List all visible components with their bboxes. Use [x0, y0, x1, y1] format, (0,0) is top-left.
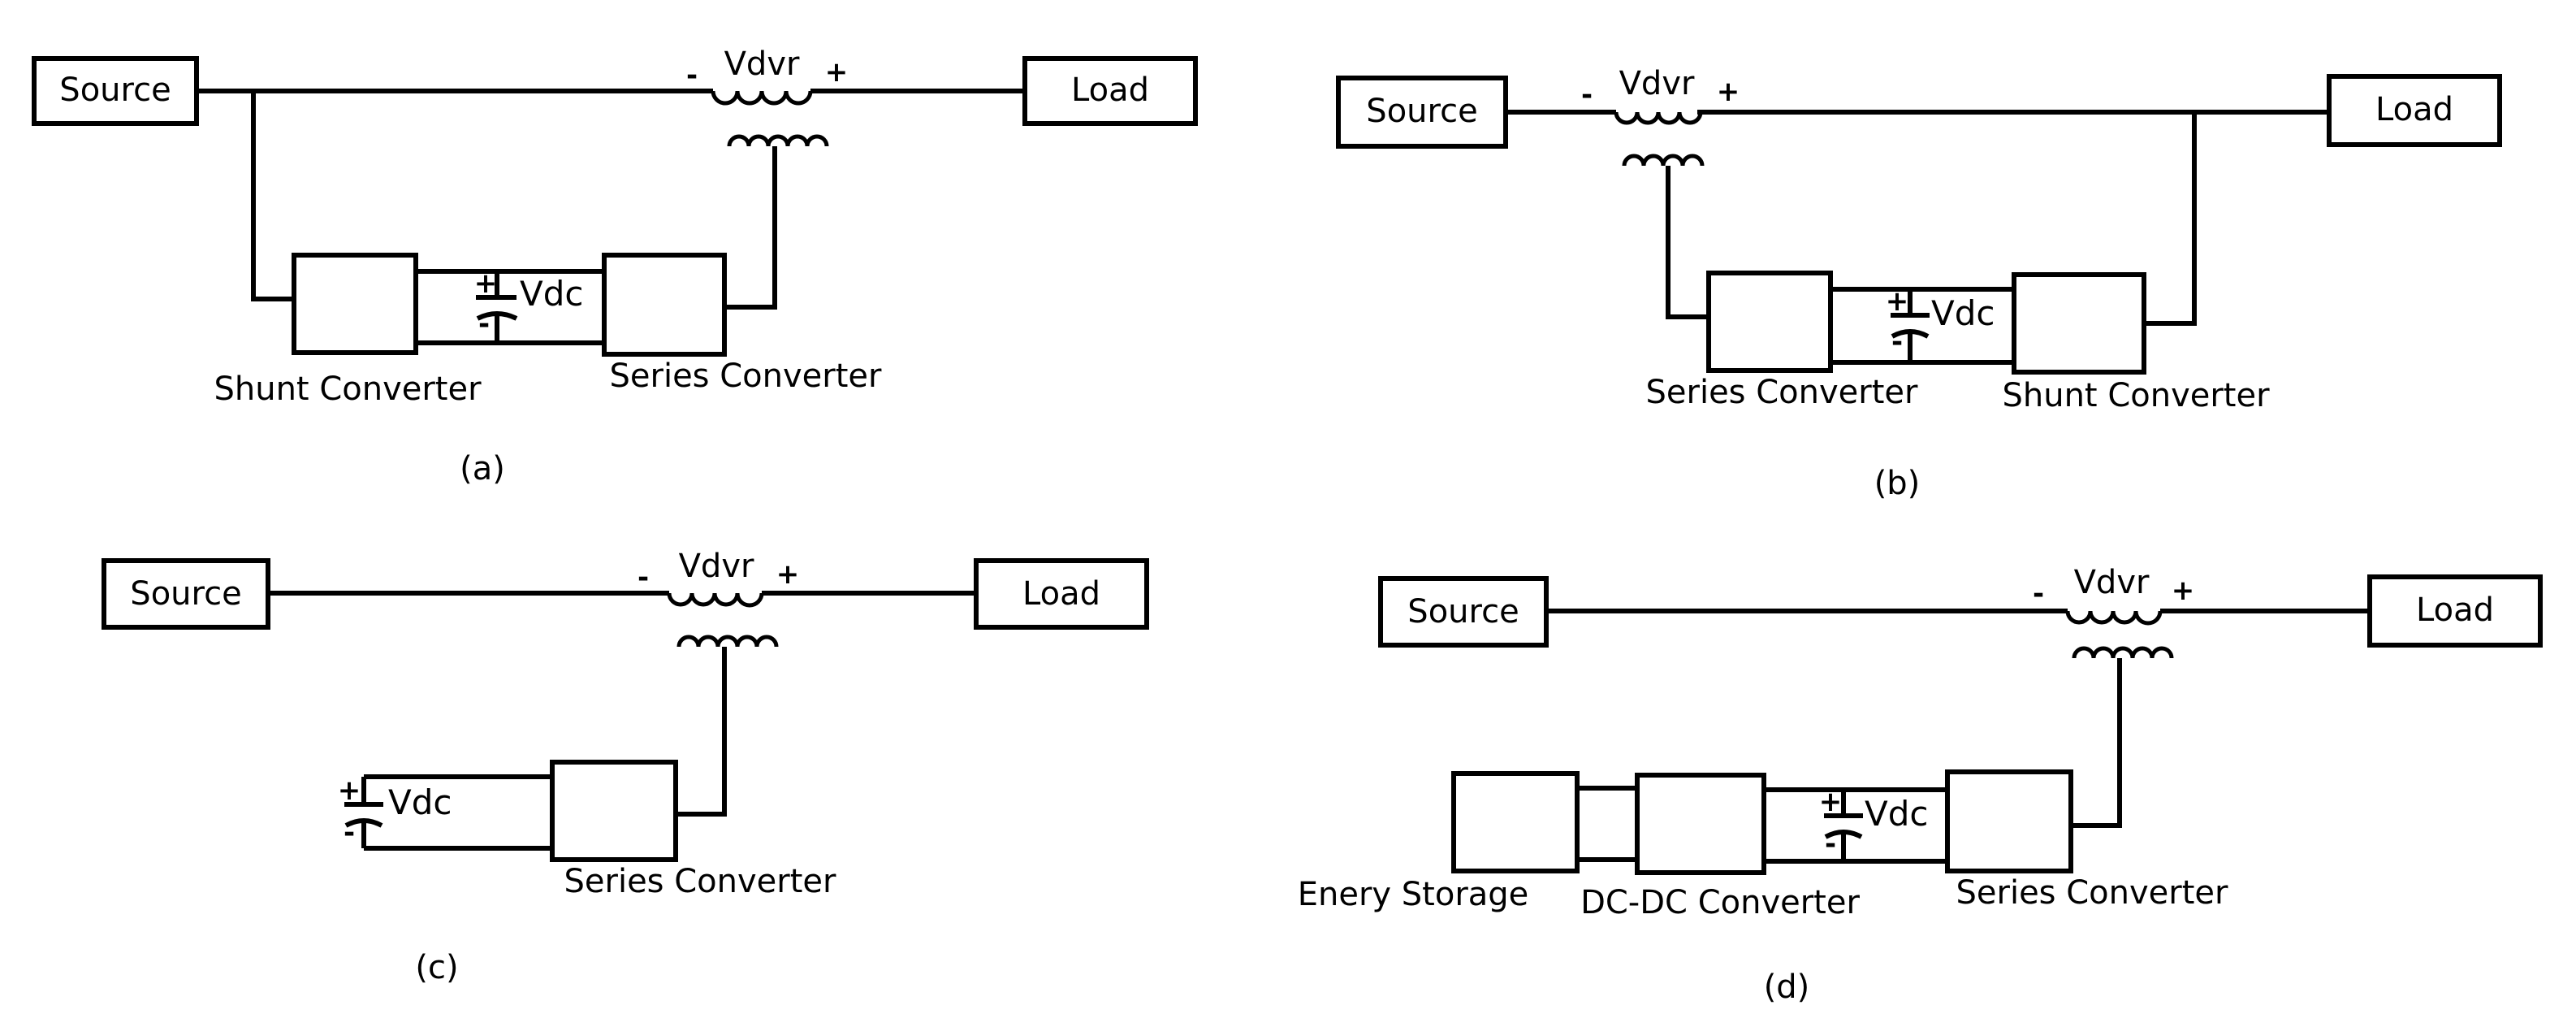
c-source-label: Source	[130, 575, 241, 613]
b-caption: (b)	[1874, 465, 1921, 502]
a-vdc-label: Vdc	[520, 274, 583, 314]
d-transformer-secondary	[2072, 646, 2174, 659]
a-transformer-secondary	[727, 134, 829, 147]
a-series-converter-label: Series Converter	[610, 358, 882, 395]
d-series-feed-wire	[2071, 658, 2122, 828]
a-shunt-converter-label: Shunt Converter	[214, 370, 482, 408]
d-vdc-plus: +	[1819, 786, 1843, 818]
b-vdvr-minus: -	[1581, 79, 1593, 111]
d-vdvr-plus: +	[2172, 574, 2195, 607]
a-series-converter-box	[602, 253, 727, 357]
b-series-converter-label: Series Converter	[1646, 374, 1918, 411]
d-vdvr-label: Vdvr	[2074, 564, 2150, 601]
b-load-label: Load	[2375, 91, 2453, 128]
b-series-feed-wire	[1666, 166, 1709, 319]
d-vdc-label: Vdc	[1865, 794, 1928, 834]
b-vdc-plus: +	[1886, 285, 1909, 318]
d-vdc-minus: -	[1825, 828, 1836, 860]
a-transformer-primary	[711, 90, 813, 106]
b-transformer-primary	[1614, 111, 1703, 125]
b-series-converter-box	[1706, 271, 1833, 373]
c-vdvr-label: Vdvr	[679, 548, 754, 585]
diagram-a: Source Load Vdvr - + + - Vdc Shunt Conve…	[32, 46, 1198, 488]
d-transformer-primary	[2065, 610, 2163, 626]
c-load-box	[974, 558, 1149, 630]
b-source-label: Source	[1366, 93, 1477, 130]
d-storage-box	[1451, 771, 1580, 873]
d-dcdc-converter-label: DC-DC Converter	[1580, 884, 1860, 921]
c-vdvr-plus: +	[776, 558, 800, 591]
c-vdc-plus: +	[338, 774, 361, 807]
d-storage-label: Enery Storage	[1298, 876, 1529, 913]
a-source-box	[32, 56, 199, 126]
a-vdc-plus: +	[474, 267, 498, 300]
d-caption: (d)	[1764, 968, 1810, 1006]
b-vdc-minus: -	[1891, 326, 1903, 358]
d-source-box	[1378, 576, 1549, 648]
b-vdvr-label: Vdvr	[1619, 65, 1695, 102]
a-vdvr-minus: -	[686, 59, 698, 92]
a-vdc-minus: -	[478, 308, 490, 340]
d-series-converter-box	[1945, 769, 2073, 873]
a-caption: (a)	[460, 450, 505, 488]
c-load-label: Load	[1022, 575, 1100, 613]
b-transformer-secondary	[1622, 154, 1705, 167]
diagram-c: Source Load Vdvr - + + - Vdc Series Conv…	[102, 548, 1149, 986]
c-vdvr-minus: -	[638, 561, 649, 594]
b-shunt-converter-label: Shunt Converter	[2002, 377, 2270, 414]
c-transformer-primary	[667, 592, 764, 608]
a-load-label: Load	[1071, 72, 1149, 109]
c-series-converter-label: Series Converter	[564, 863, 836, 900]
c-series-feed-wire	[676, 647, 727, 817]
d-dcdc-converter-box	[1635, 773, 1766, 875]
a-vdvr-label: Vdvr	[724, 46, 800, 83]
a-shunt-converter-box	[292, 253, 418, 355]
a-series-feed-wire	[724, 146, 777, 310]
c-transformer-secondary	[676, 635, 779, 648]
b-shunt-tap-wire	[2144, 112, 2197, 326]
a-load-box	[1022, 56, 1198, 126]
d-source-label: Source	[1407, 593, 1519, 630]
a-source-label: Source	[59, 72, 171, 109]
b-shunt-converter-box	[2012, 272, 2146, 375]
b-load-box	[2327, 74, 2502, 147]
b-source-box	[1336, 76, 1508, 149]
c-source-box	[102, 558, 270, 630]
d-load-box	[2367, 574, 2543, 648]
c-vdc-minus: -	[344, 817, 355, 849]
b-vdvr-plus: +	[1717, 76, 1740, 108]
c-vdc-label: Vdc	[388, 782, 452, 822]
d-vdvr-minus: -	[2033, 578, 2044, 610]
c-series-converter-box	[550, 760, 678, 862]
c-caption: (c)	[415, 949, 458, 986]
diagram-d: Source Load Vdvr - + + - Vdc Enery Stora…	[1298, 564, 2543, 1006]
a-shunt-tap-wire	[251, 91, 294, 301]
a-vdvr-plus: +	[825, 56, 849, 89]
diagram-b: Source Load Vdvr - + + - Vdc Series Conv…	[1336, 65, 2502, 502]
d-series-converter-label: Series Converter	[1956, 874, 2228, 912]
b-vdc-label: Vdc	[1931, 293, 1995, 333]
d-load-label: Load	[2416, 592, 2494, 629]
